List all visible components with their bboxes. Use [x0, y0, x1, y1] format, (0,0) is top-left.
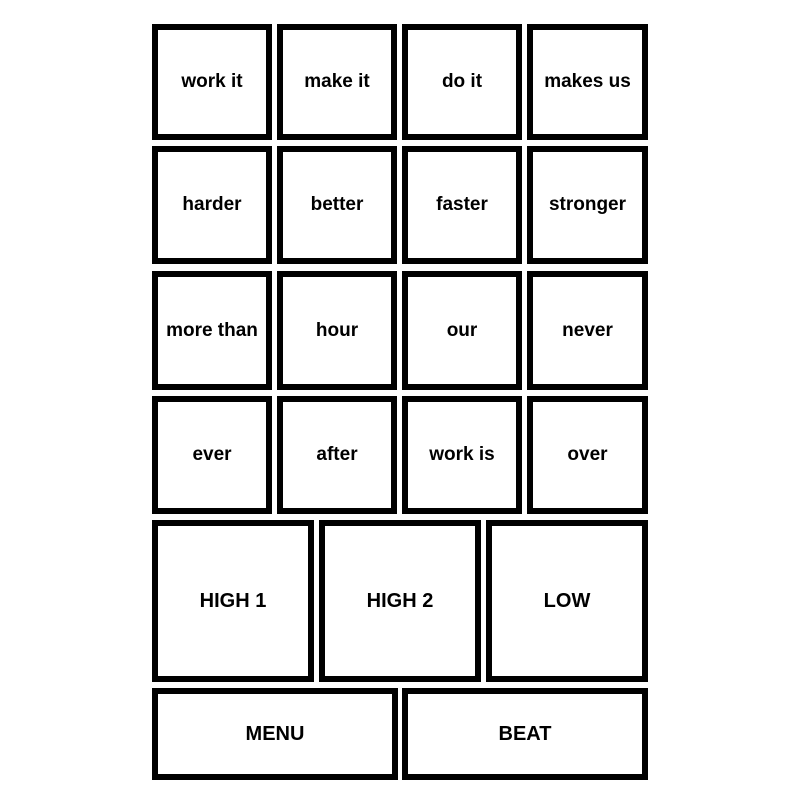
word-pad-work-it[interactable]: work it: [152, 24, 272, 140]
word-pad-after[interactable]: after: [277, 396, 397, 514]
beat-button[interactable]: BEAT: [402, 688, 648, 780]
pad-label: work is: [429, 444, 495, 465]
pad-label: ever: [192, 444, 232, 465]
pad-label: after: [316, 444, 358, 465]
pad-label: never: [562, 319, 613, 341]
voice-pad-high-1[interactable]: HIGH 1: [152, 520, 314, 682]
pad-label: HIGH 2: [366, 589, 434, 612]
pad-label: HIGH 1: [199, 589, 267, 612]
menu-button[interactable]: MENU: [152, 688, 398, 780]
pad-label: work it: [181, 71, 243, 92]
pad-label: do it: [441, 71, 483, 92]
word-pad-makes-us[interactable]: makes us: [527, 24, 648, 140]
pad-label: stronger: [548, 194, 627, 215]
voice-pad-high-2[interactable]: HIGH 2: [319, 520, 481, 682]
word-pad-better[interactable]: better: [277, 146, 397, 264]
word-pad-faster[interactable]: faster: [402, 146, 522, 264]
word-pad-harder[interactable]: harder: [152, 146, 272, 264]
word-pad-our[interactable]: our: [402, 271, 522, 390]
pad-label: harder: [182, 194, 242, 215]
menu-button-label: MENU: [245, 722, 305, 745]
pad-label: make it: [304, 71, 370, 92]
pad-label: hour: [315, 319, 359, 341]
voice-pad-low[interactable]: LOW: [486, 520, 648, 682]
pad-label: our: [446, 319, 478, 341]
word-pad-work-is[interactable]: work is: [402, 396, 522, 514]
pad-label: better: [310, 194, 364, 215]
word-pad-over[interactable]: over: [527, 396, 648, 514]
pad-label: more than: [166, 319, 258, 341]
word-pad-more-than[interactable]: more than: [152, 271, 272, 390]
pad-label: faster: [436, 194, 488, 215]
word-pad-stronger[interactable]: stronger: [527, 146, 648, 264]
pad-label: makes us: [544, 71, 631, 92]
word-pad-do-it[interactable]: do it: [402, 24, 522, 140]
word-pad-ever[interactable]: ever: [152, 396, 272, 514]
pad-label: LOW: [543, 589, 591, 612]
word-pad-make-it[interactable]: make it: [277, 24, 397, 140]
word-pad-hour[interactable]: hour: [277, 271, 397, 390]
pad-label: over: [567, 444, 608, 465]
beat-button-label: BEAT: [498, 722, 552, 745]
word-pad-never[interactable]: never: [527, 271, 648, 390]
